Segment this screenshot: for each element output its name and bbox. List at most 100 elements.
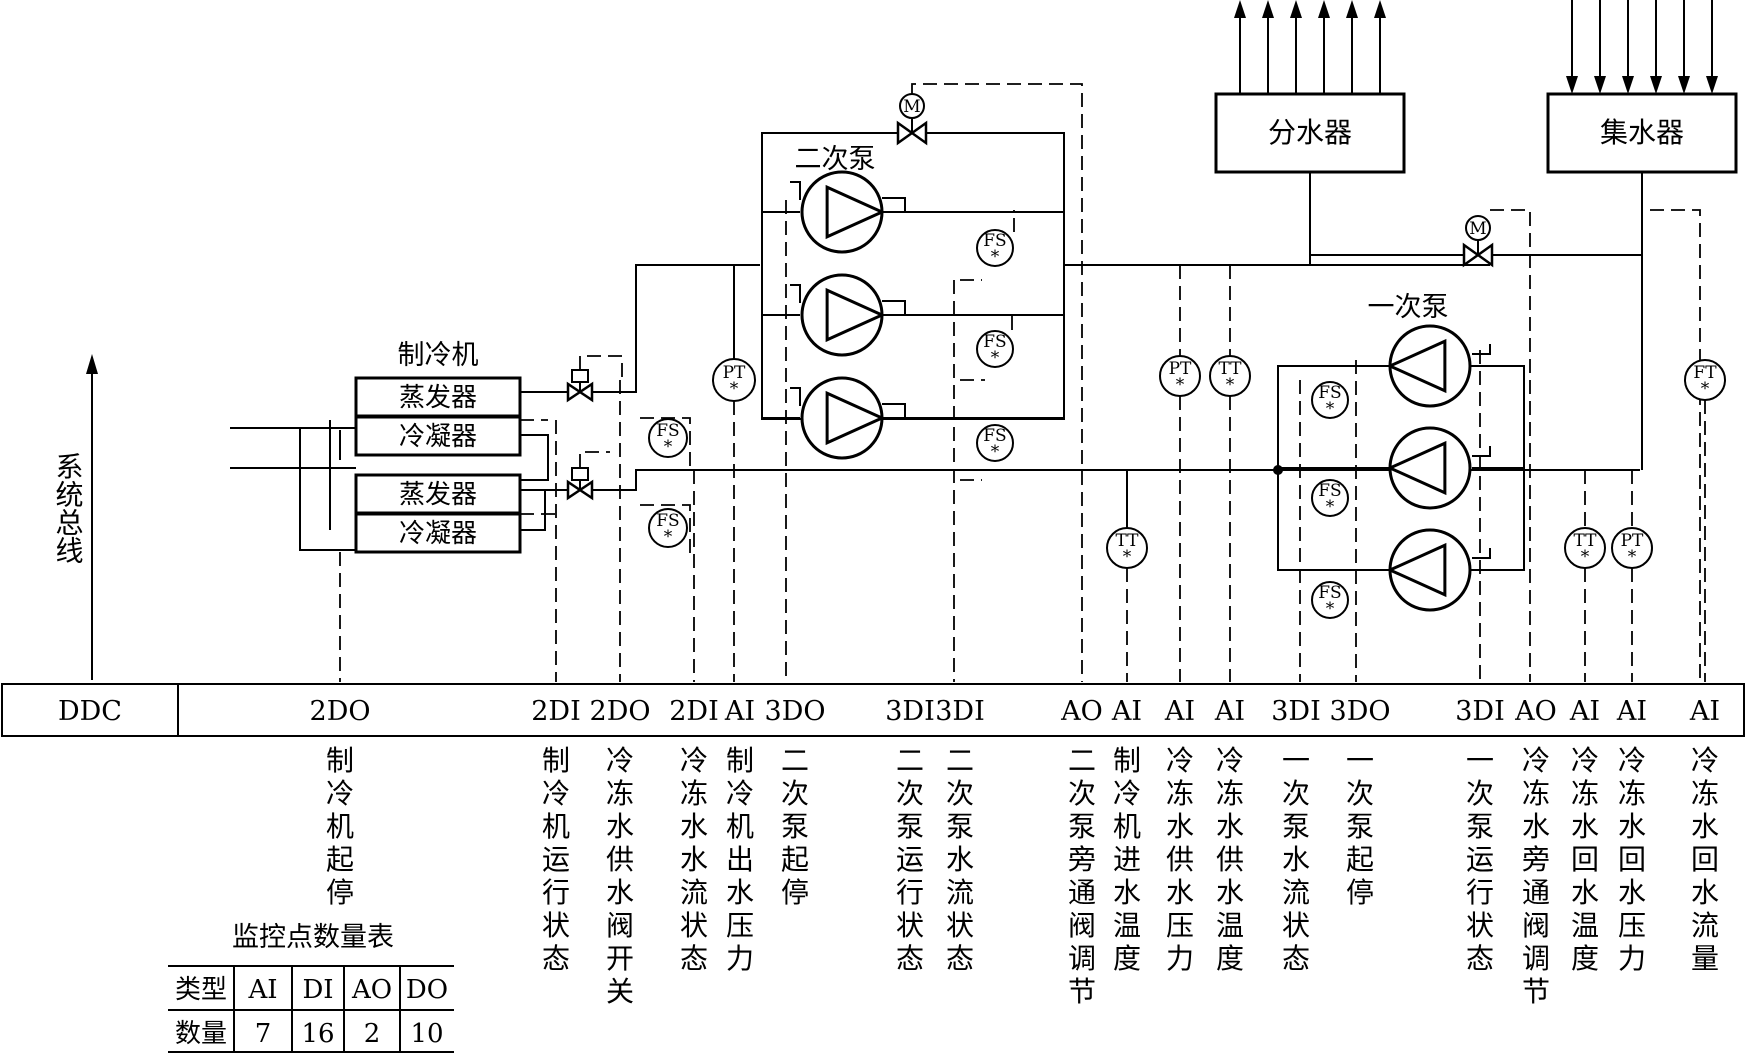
svg-text:水: 水: [1691, 876, 1719, 909]
svg-text:力: 力: [726, 942, 754, 975]
return-ft: FT *: [1684, 359, 1726, 401]
svg-text:水: 水: [1571, 876, 1599, 909]
svg-text:流: 流: [946, 876, 974, 909]
chiller-title: 制冷机: [398, 340, 479, 371]
svg-text:*: *: [1701, 379, 1710, 399]
count-table-cell: 类型: [175, 975, 227, 1005]
svg-text:冻: 冻: [680, 777, 708, 810]
svg-text:次: 次: [1068, 777, 1096, 810]
svg-text:状: 状: [680, 909, 708, 942]
ddc-point-label: AI: [1569, 696, 1600, 727]
svg-text:水: 水: [1522, 810, 1550, 843]
svg-text:停: 停: [1346, 876, 1374, 909]
ddc-point-label: 3DO: [765, 696, 826, 727]
svg-text:阀: 阀: [606, 909, 634, 942]
svg-text:通: 通: [1068, 876, 1096, 909]
svg-text:机: 机: [542, 810, 570, 843]
svg-text:水: 水: [606, 810, 634, 843]
svg-text:运: 运: [542, 843, 570, 876]
secondary-bypass-valve: M: [896, 93, 928, 146]
svg-text:量: 量: [1691, 942, 1719, 975]
svg-text:*: *: [1326, 599, 1335, 619]
svg-text:节: 节: [1522, 975, 1550, 1008]
count-table-cell: 16: [301, 1019, 334, 1049]
svg-text:水: 水: [606, 876, 634, 909]
ddc-point-label: 3DI: [935, 696, 985, 727]
svg-text:FS: FS: [983, 426, 1006, 446]
svg-text:冻: 冻: [1522, 777, 1550, 810]
count-table-cell: 10: [410, 1019, 443, 1049]
svg-text:FS: FS: [983, 332, 1006, 352]
svg-text:行: 行: [896, 876, 924, 909]
svg-text:泵: 泵: [946, 810, 974, 843]
svg-text:回: 回: [1691, 843, 1719, 876]
svg-text:水: 水: [680, 810, 708, 843]
svg-text:PT: PT: [1621, 531, 1644, 551]
svg-text:TT: TT: [1219, 359, 1243, 379]
svg-text:机: 机: [1113, 810, 1141, 843]
chiller-valve-1: [566, 369, 594, 403]
svg-text:冷: 冷: [1618, 744, 1646, 777]
secondary-pump-group: [762, 170, 1064, 460]
svg-text:泵: 泵: [896, 810, 924, 843]
svg-text:流: 流: [1282, 876, 1310, 909]
svg-text:温: 温: [1571, 909, 1599, 942]
svg-text:状: 状: [1466, 909, 1494, 942]
svg-text:冷: 冷: [326, 777, 354, 810]
pump-icon: [800, 376, 886, 460]
svg-text:次: 次: [1282, 777, 1310, 810]
pump-icon: [800, 170, 886, 254]
svg-text:制: 制: [726, 744, 754, 777]
svg-text:供: 供: [1216, 843, 1244, 876]
count-table-cell: DI: [302, 975, 333, 1005]
svg-text:节: 节: [1068, 975, 1096, 1008]
svg-text:次: 次: [1466, 777, 1494, 810]
svg-text:冷: 冷: [1691, 744, 1719, 777]
svg-text:度: 度: [1571, 942, 1599, 975]
svg-text:冻: 冻: [1618, 777, 1646, 810]
chiller-outlet-pt: PT *: [712, 358, 756, 402]
return-tt: TT *: [1564, 527, 1606, 569]
svg-text:二: 二: [946, 744, 974, 777]
svg-text:水: 水: [1216, 876, 1244, 909]
svg-text:冷: 冷: [1571, 744, 1599, 777]
svg-text:冷: 冷: [726, 777, 754, 810]
svg-text:机: 机: [326, 810, 354, 843]
svg-text:状: 状: [542, 909, 570, 942]
primary-pump-label: 一次泵: [1368, 292, 1449, 323]
main-bypass-valve: M: [1462, 215, 1494, 268]
svg-text:冻: 冻: [1691, 777, 1719, 810]
secondary-fs-2: FS *: [976, 330, 1014, 368]
svg-text:度: 度: [1113, 942, 1141, 975]
ddc-point-label: 3DI: [1455, 696, 1505, 727]
svg-text:调: 调: [1068, 942, 1096, 975]
svg-text:冷: 冷: [1113, 777, 1141, 810]
pump-icon: [1386, 324, 1472, 408]
svg-text:调: 调: [1522, 942, 1550, 975]
svg-text:*: *: [1326, 497, 1335, 517]
chiller-1: 蒸发器 冷凝器: [354, 376, 522, 457]
svg-text:次: 次: [781, 777, 809, 810]
svg-text:制: 制: [326, 744, 354, 777]
svg-text:*: *: [730, 379, 739, 399]
svg-text:态: 态: [680, 942, 708, 975]
svg-text:旁: 旁: [1522, 843, 1550, 876]
svg-text:态: 态: [946, 942, 974, 975]
svg-text:二: 二: [781, 744, 809, 777]
svg-text:次: 次: [946, 777, 974, 810]
svg-text:一: 一: [1282, 744, 1310, 777]
